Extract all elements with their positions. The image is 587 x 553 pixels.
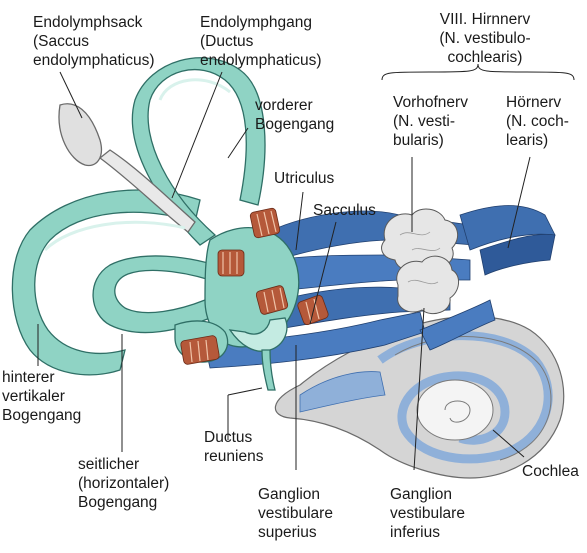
label-sacculus: Sacculus: [313, 201, 376, 220]
label-vorhofnerv: Vorhofnerv (N. vesti- bularis): [393, 93, 468, 150]
label-hoernerv: Hörnerv (N. coch- learis): [506, 93, 569, 150]
label-ductus-reuniens: Ductus reuniens: [204, 428, 263, 466]
label-vorderer-bogengang: vorderer Bogengang: [255, 96, 334, 134]
label-nervus-viii: VIII. Hirnnerv (N. vestibulo- cochlearis…: [410, 10, 560, 67]
label-ganglion-inferius: Ganglion vestibulare inferius: [390, 485, 465, 542]
label-cochlea: Cochlea: [522, 462, 579, 481]
label-endolymphsack: Endolymphsack (Saccus endolymphaticus): [33, 13, 154, 70]
ganglion-inferius-shape: [397, 256, 459, 313]
label-utriculus: Utriculus: [274, 169, 334, 188]
label-hinterer-bogengang: hinterer vertikaler Bogengang: [2, 368, 81, 425]
label-endolymphgang: Endolymphgang (Ductus endolymphaticus): [200, 13, 321, 70]
label-seitlicher-bogengang: seitlicher (horizontaler) Bogengang: [78, 455, 169, 512]
label-ganglion-superius: Ganglion vestibulare superius: [258, 485, 333, 542]
